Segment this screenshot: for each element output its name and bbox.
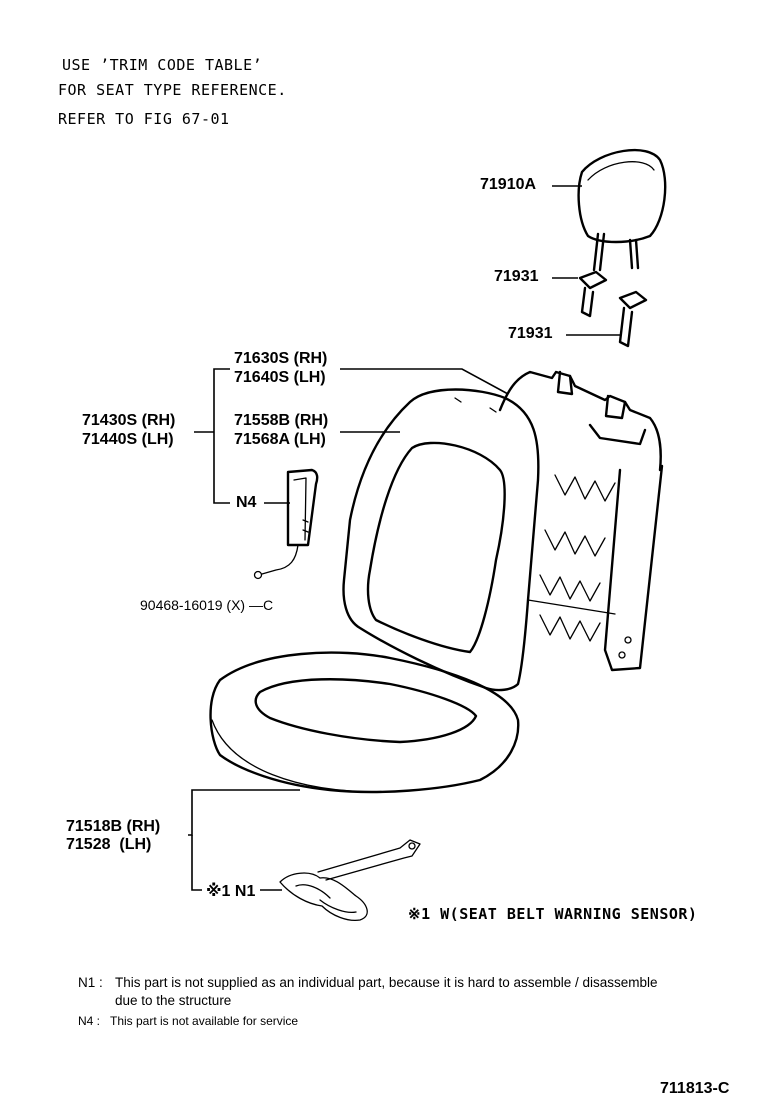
seat-cushion-drawing — [209, 651, 520, 794]
part-label-back-cover-lh: 71640S (LH) — [234, 369, 326, 386]
note-refer-fig: REFER TO FIG 67-01 — [58, 110, 230, 128]
note-seat-type: FOR SEAT TYPE REFERENCE. — [58, 81, 287, 99]
seatback-pad-drawing — [342, 388, 540, 692]
part-label-cushion-rh: 71518B (RH) — [66, 818, 161, 835]
part-label-guide-1: 71931 — [494, 268, 539, 285]
headrest-drawing — [577, 148, 667, 272]
figure-id: 711813-C — [660, 1080, 730, 1097]
footnote-n1-line2: due to the structure — [115, 993, 232, 1008]
sensor-note: ※1 W(SEAT BELT WARNING SENSOR) — [408, 905, 698, 923]
seatback-frame-drawing — [498, 370, 664, 672]
part-label-back-cover-rh: 71630S (RH) — [234, 350, 328, 367]
part-label-seatback-lh: 71440S (LH) — [82, 431, 174, 448]
airbag-module-drawing — [253, 468, 319, 580]
footnote-n1-line1: This part is not supplied as an individu… — [115, 975, 658, 990]
part-label-sensor: ※1 N1 — [206, 883, 256, 900]
footnote-n1-code: N1 : — [78, 975, 103, 990]
footnote-n4-code: N4 : — [78, 1014, 101, 1028]
part-label-back-pad-lh: 71568A (LH) — [234, 431, 326, 448]
leader-lines — [188, 368, 509, 891]
part-label-guide-2: 71931 — [508, 325, 553, 342]
footnote-n4-line1: This part is not available for service — [110, 1014, 299, 1028]
part-label-airbag: N4 — [236, 494, 257, 511]
belt-sensor-drawing — [279, 839, 421, 922]
part-label-back-pad-rh: 71558B (RH) — [234, 412, 329, 429]
note-trim-code: USE ’TRIM CODE TABLE’ — [62, 56, 263, 74]
headrest-guide-2-drawing — [618, 290, 648, 348]
headrest-guide-1-drawing — [578, 270, 608, 318]
part-label-screw: 90468-16019 (X) —C — [140, 597, 274, 613]
part-label-headrest: 71910A — [480, 176, 537, 193]
part-label-cushion-lh: 71528 (LH) — [66, 836, 152, 853]
part-label-seatback-rh: 71430S (RH) — [82, 412, 176, 429]
